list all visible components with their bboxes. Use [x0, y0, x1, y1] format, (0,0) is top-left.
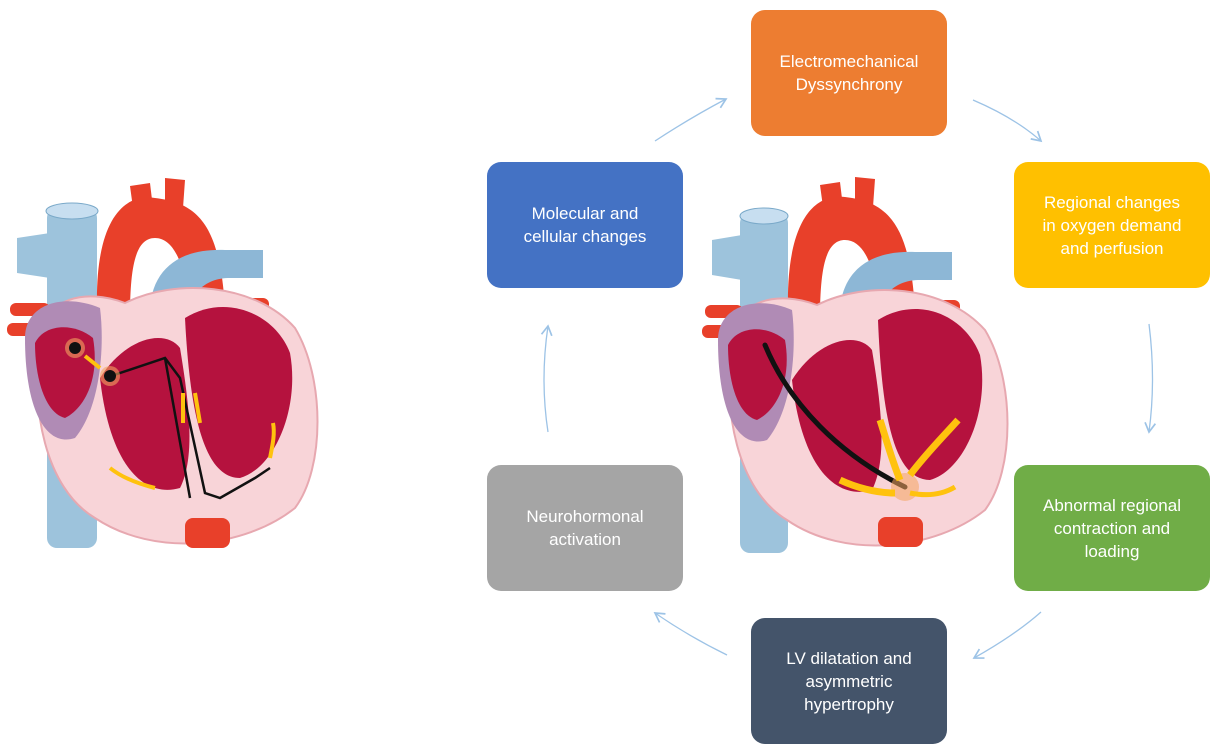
center-heart-illustration [700, 175, 1020, 555]
arrow-bottom-right [974, 612, 1041, 658]
arrow-bottom-left [655, 613, 727, 655]
box-regional-changes-oxygen: Regional changes in oxygen demand and pe… [1014, 162, 1210, 288]
box-molecular-cellular-changes: Molecular and cellular changes [487, 162, 683, 288]
arrow-left-up [544, 326, 548, 432]
box-abnormal-regional-contraction: Abnormal regional contraction and loadin… [1014, 465, 1210, 591]
box-neurohormonal-activation: Neurohormonal activation [487, 465, 683, 591]
left-heart-illustration [5, 178, 335, 558]
sa-node [69, 342, 81, 354]
arrow-top-left [655, 99, 726, 141]
box-electromechanical-dyssynchrony: Electromechanical Dyssynchrony [751, 10, 947, 136]
box-lv-dilatation: LV dilatation and asymmetric hypertrophy [751, 618, 947, 744]
arrow-right-down [1149, 324, 1153, 432]
arrow-top-right [973, 100, 1041, 141]
av-node [104, 370, 116, 382]
